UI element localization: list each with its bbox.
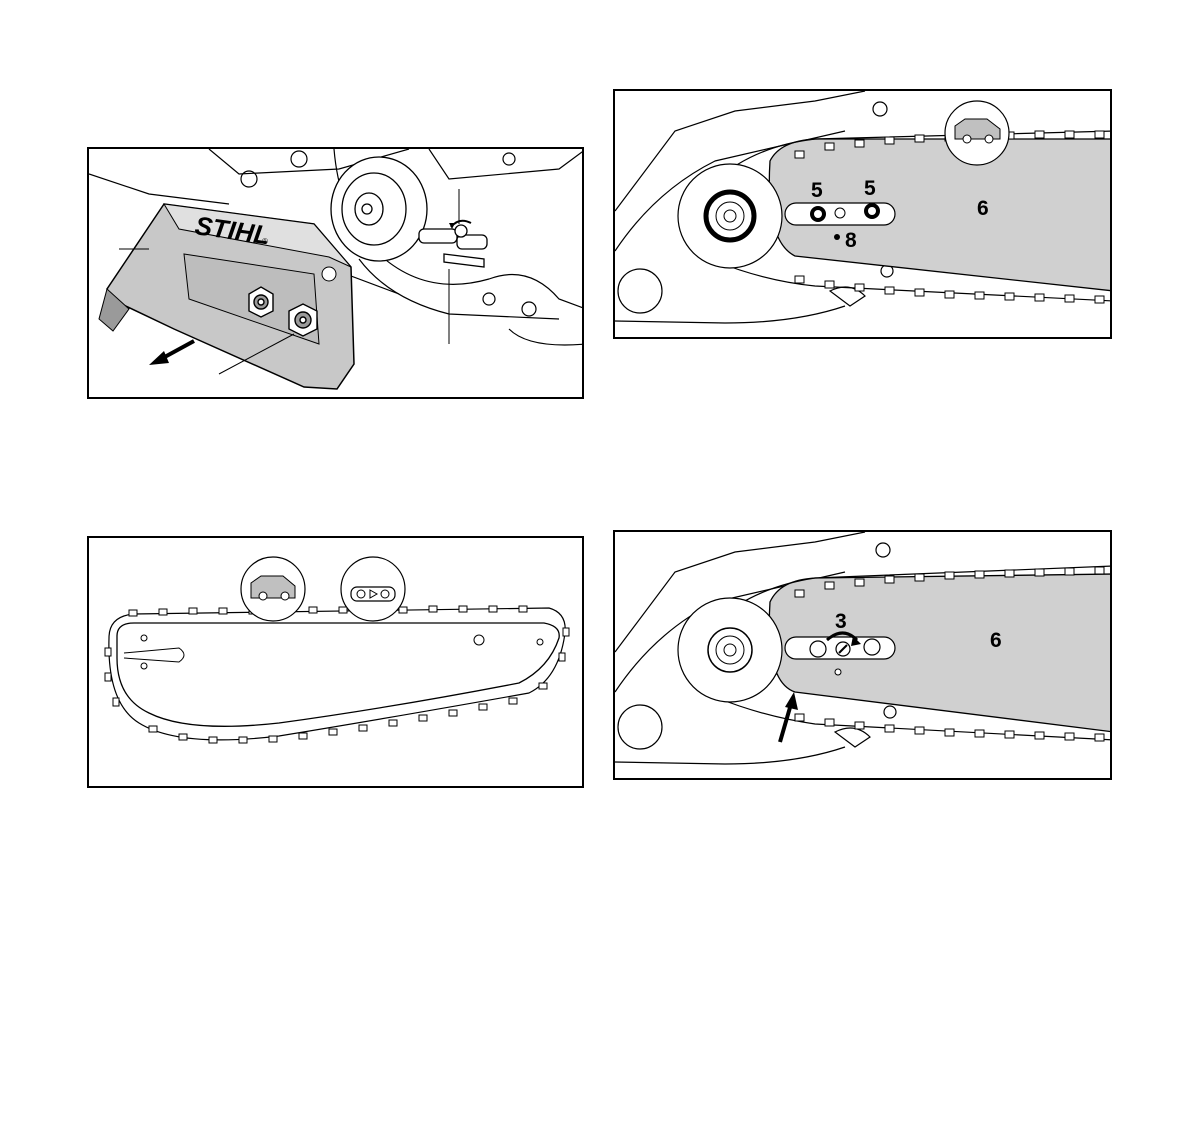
- chain-tension-illustration: 3 6: [615, 532, 1112, 780]
- bar-and-chain-illustration: [89, 538, 584, 788]
- figure-sprocket-cover-removal: STIHL ®: [87, 147, 584, 399]
- label-guide-bar: 6: [977, 197, 989, 220]
- label-nut-right: 5: [864, 177, 876, 200]
- figure-bar-mounted: 5 5 6 8: [613, 89, 1112, 339]
- figure-bar-and-chain: [87, 536, 584, 788]
- label-tensioning-screw: 3: [835, 610, 847, 633]
- bar-mounted-illustration: 5 5 6 8: [615, 91, 1112, 339]
- sprocket-cover-illustration: STIHL ®: [89, 149, 584, 399]
- label-guide-bar: 6: [990, 629, 1002, 652]
- figure-chain-tension: 3 6: [613, 530, 1112, 780]
- label-oil-hole: 8: [845, 229, 857, 252]
- label-nut-left: 5: [811, 179, 823, 202]
- registered-mark: ®: [262, 237, 268, 246]
